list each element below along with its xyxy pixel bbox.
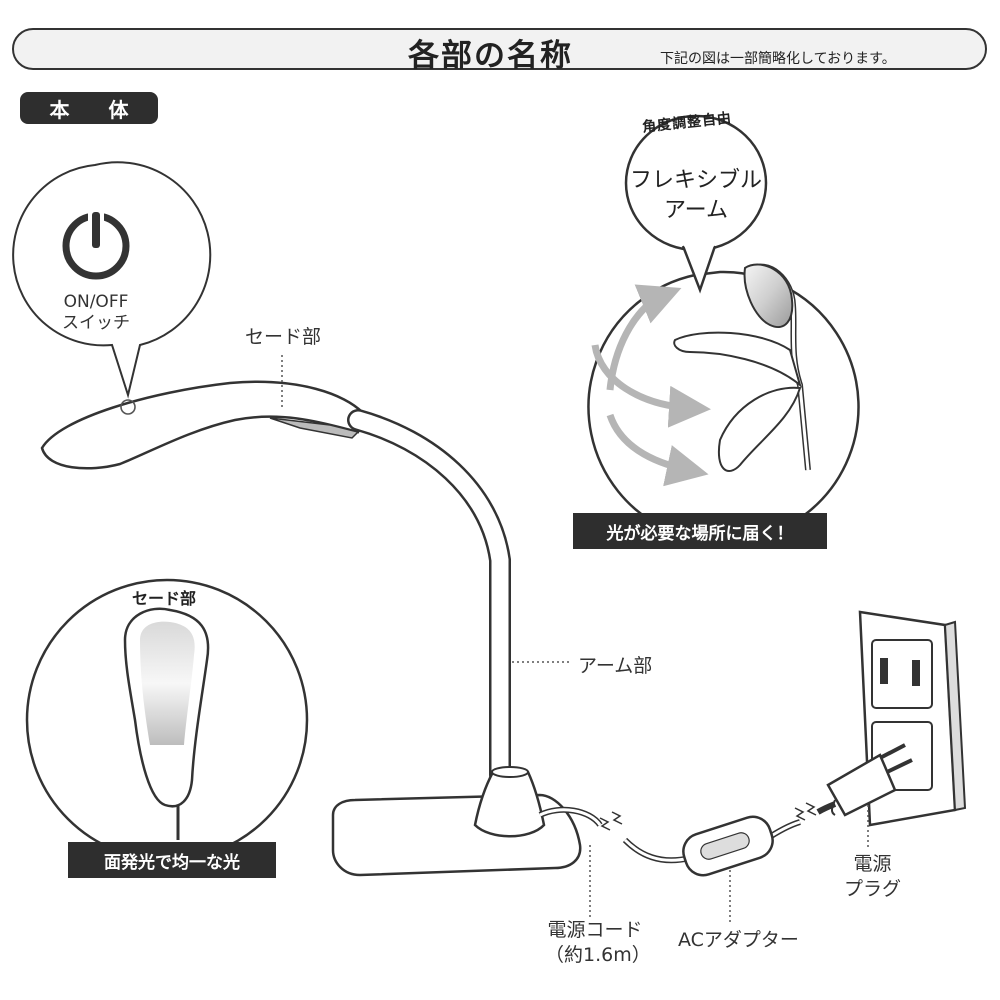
arm-label: アーム部	[578, 655, 653, 677]
lamp-base	[331, 766, 582, 877]
power-cord	[538, 801, 837, 864]
section-tag: 本 体	[20, 92, 158, 124]
leader-lines	[281, 355, 869, 925]
adapter-label: ACアダプター	[678, 929, 799, 951]
title-bar	[12, 28, 987, 70]
switch-callout	[12, 161, 212, 399]
flex-arm-title-line1: フレキシブル	[629, 168, 762, 193]
title-note: 下記の図は一部簡略化しております。	[660, 51, 896, 67]
switch-label-line1: ON/OFF	[63, 292, 129, 312]
shade-callout	[25, 578, 309, 862]
switch-label-line2: スイッチ	[62, 313, 130, 333]
cord-label-line1: 電源コード	[547, 919, 643, 941]
power-icon	[62, 200, 130, 280]
ac-adapter	[682, 815, 774, 877]
shade-callout-title: セード部	[132, 589, 197, 608]
plug-label-line2: プラグ	[843, 878, 901, 900]
cord-label-line2: （約1.6m）	[545, 944, 651, 966]
lamp-arm	[347, 409, 511, 786]
flex-arm-caption: 光が必要な場所に届く！	[573, 513, 827, 549]
plug-label-line1: 電源	[853, 853, 892, 875]
wall-outlet	[858, 610, 967, 827]
plug-label: 電源 プラグ	[840, 852, 905, 902]
power-plug	[826, 743, 913, 817]
switch-label: ON/OFF スイッチ	[50, 292, 142, 334]
cord-label: 電源コード （約1.6m）	[545, 918, 651, 968]
lamp-head	[40, 380, 364, 470]
flex-arm-callout	[587, 114, 860, 544]
flex-arm-title: フレキシブル アーム	[626, 166, 766, 226]
shade-callout-caption: 面発光で均一な光	[68, 842, 276, 878]
page-title: 各部の名称	[408, 38, 573, 74]
shade-label: セード部	[245, 326, 322, 348]
switch-button[interactable]	[120, 399, 136, 415]
flex-arm-title-line2: アーム	[663, 198, 729, 223]
